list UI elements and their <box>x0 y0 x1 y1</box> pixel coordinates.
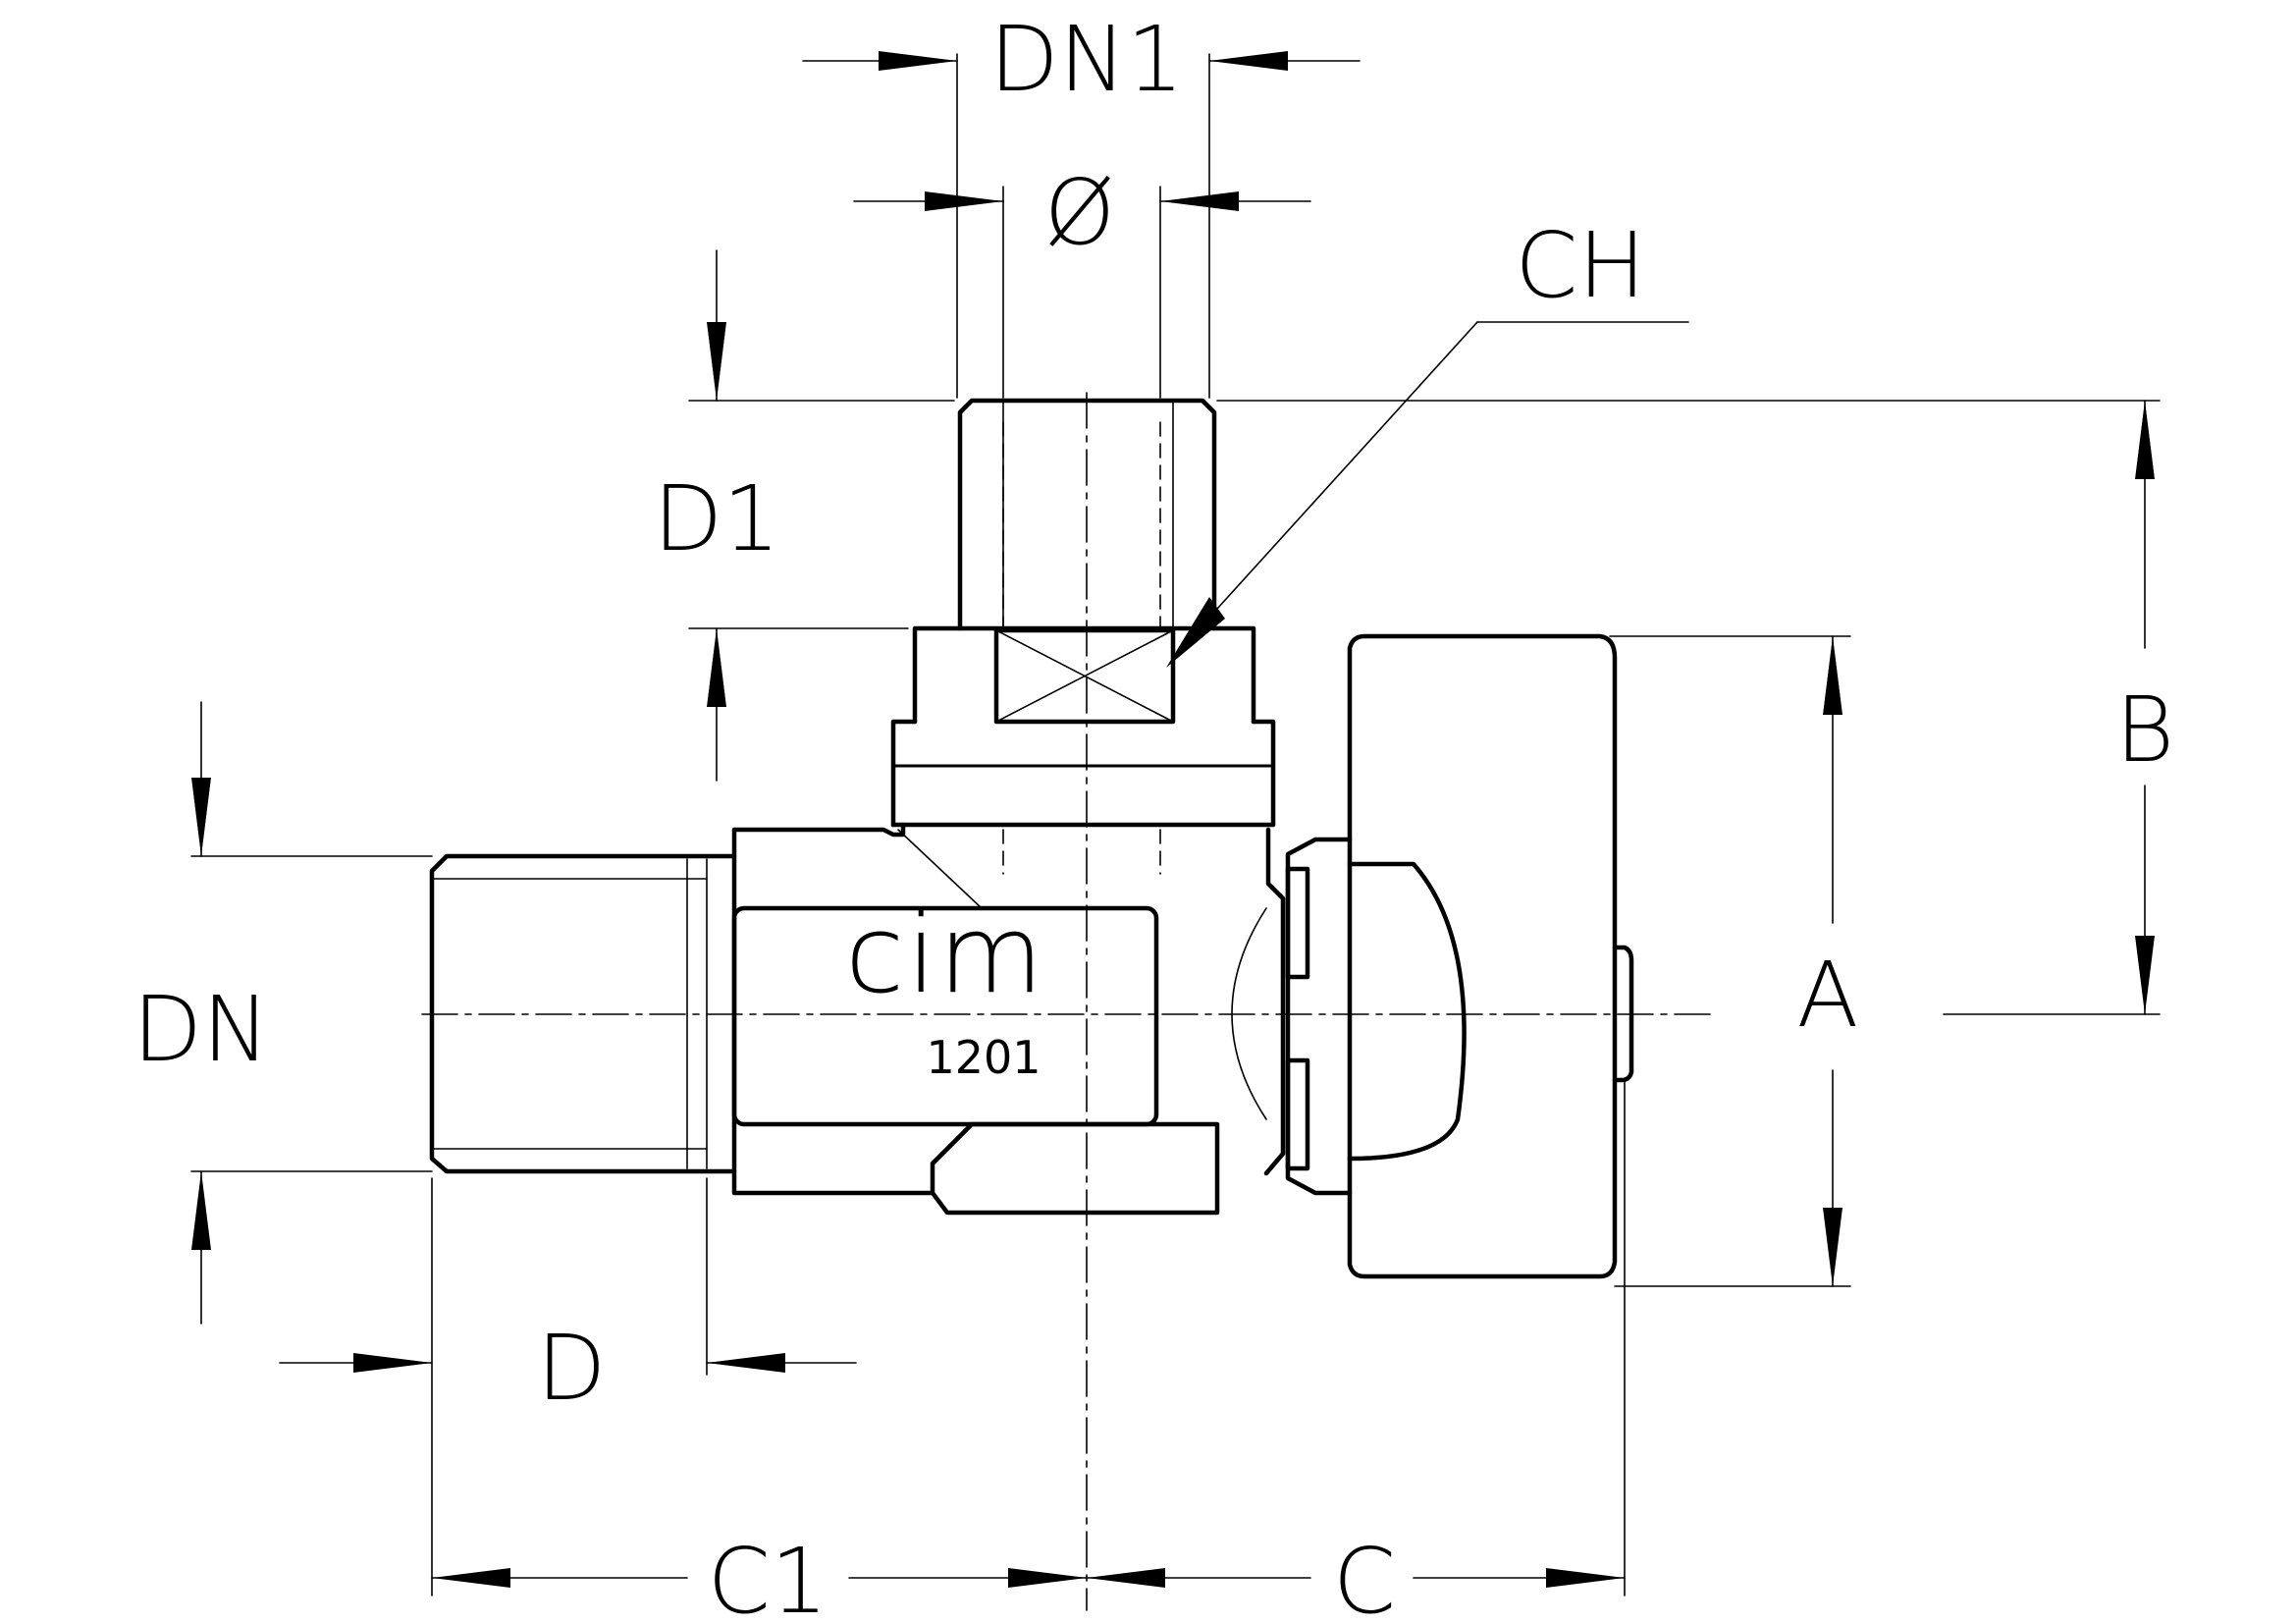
dimension-dn1 <box>802 51 1361 399</box>
body-marking: cim 1201 <box>845 892 1045 1084</box>
label-c1: C1 <box>708 1529 828 1624</box>
dimension-c1-c <box>431 1079 1626 1597</box>
valve-handle <box>1285 633 1634 1279</box>
dimension-labels: DN1 Ø CH D1 B A DN D C1 C <box>133 7 2174 1624</box>
dimension-dn <box>190 701 433 1325</box>
dimension-diameter <box>853 186 1311 399</box>
dimension-d <box>279 1177 857 1597</box>
dimension-a <box>1609 635 1851 1287</box>
model-number-text: 1201 <box>926 1031 1041 1084</box>
label-ch: CH <box>1515 213 1645 318</box>
label-c: C <box>1333 1529 1396 1624</box>
label-diameter: Ø <box>1044 160 1115 265</box>
dimension-b <box>1216 400 2161 1015</box>
label-d: D <box>537 1316 607 1421</box>
top-threaded-outlet <box>957 398 1217 631</box>
dimension-d1 <box>688 249 955 782</box>
label-b: B <box>2115 677 2174 783</box>
label-a: A <box>1797 943 1859 1048</box>
label-dn: DN <box>133 977 270 1082</box>
brand-logo-text: cim <box>845 892 1045 1017</box>
label-d1: D1 <box>653 466 779 571</box>
ch-leader <box>1166 321 1689 668</box>
hex-nut <box>890 625 1276 875</box>
valve-body <box>731 822 1286 1216</box>
label-dn1: DN1 <box>989 7 1184 112</box>
left-threaded-inlet <box>429 853 737 1174</box>
center-lines <box>421 392 1719 1611</box>
